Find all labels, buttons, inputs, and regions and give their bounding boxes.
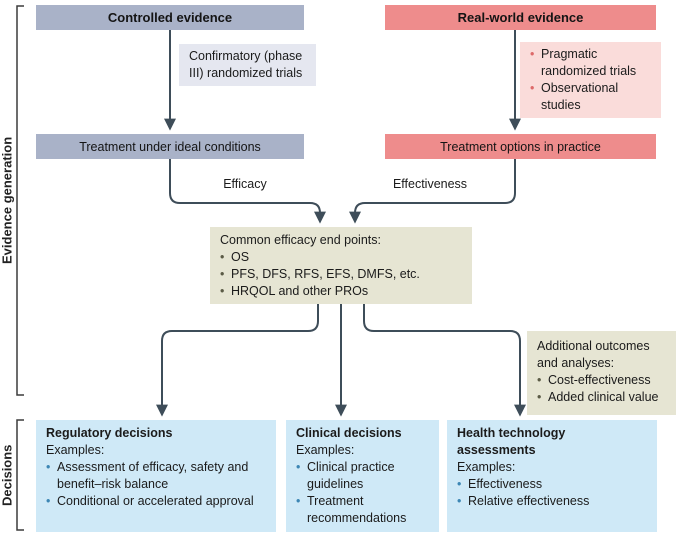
list-item: HRQOL and other PROs [220, 283, 462, 300]
additional-outcomes-title: Additional outcomes and analyses: [537, 339, 650, 370]
list-item: Effectiveness [457, 476, 647, 493]
list-item: Added clinical value [537, 389, 666, 406]
box-treatment-options-practice: Treatment options in practice [385, 134, 656, 159]
examples-label: Examples: [46, 443, 105, 457]
note-confirmatory-trials: Confirmatory (phase III) randomized tria… [179, 44, 316, 86]
common-endpoints-title: Common efficacy end points: [220, 233, 381, 247]
arrow-efficacy [169, 159, 326, 224]
decision-title: Clinical decisions [296, 426, 402, 440]
header-real-world-evidence: Real-world evidence [385, 5, 656, 30]
decision-list: Effectiveness Relative effectiveness [457, 476, 647, 510]
arrow-to-hta [363, 304, 526, 417]
list-item: OS [220, 249, 462, 266]
common-endpoints-list: OS PFS, DFS, RFS, EFS, DMFS, etc. HRQOL … [220, 249, 462, 300]
list-item: Clinical practice guidelines [296, 459, 429, 493]
box-common-endpoints: Common efficacy end points: OS PFS, DFS,… [210, 227, 472, 304]
bracket-decisions [16, 419, 24, 531]
bracket-evidence-generation [16, 5, 24, 396]
header-controlled-evidence: Controlled evidence [36, 5, 304, 30]
decision-title: Health technology assessments [457, 426, 566, 457]
note-real-world-methods: Pragmatic randomized trials Observationa… [520, 42, 661, 118]
list-item: Observational studies [530, 80, 651, 114]
box-treatment-ideal-conditions: Treatment under ideal conditions [36, 134, 304, 159]
label-effectiveness: Effectiveness [392, 177, 468, 191]
examples-label: Examples: [296, 443, 355, 457]
list-item: PFS, DFS, RFS, EFS, DMFS, etc. [220, 266, 462, 283]
box-clinical-decisions: Clinical decisions Examples: Clinical pr… [286, 420, 439, 532]
additional-outcomes-list: Cost-effectiveness Added clinical value [537, 372, 666, 406]
arrow-to-regulatory [156, 304, 319, 417]
decision-title: Regulatory decisions [46, 426, 173, 440]
box-regulatory-decisions: Regulatory decisions Examples: Assessmen… [36, 420, 276, 532]
list-item: Conditional or accelerated approval [46, 493, 266, 510]
list-item: Cost-effectiveness [537, 372, 666, 389]
side-label-evidence-generation: Evidence generation [0, 136, 15, 265]
list-item: Assessment of efficacy, safety and benef… [46, 459, 266, 493]
box-health-technology-assessments: Health technology assessments Examples: … [447, 420, 657, 532]
decision-list: Clinical practice guidelines Treatment r… [296, 459, 429, 527]
arrow-effectiveness [349, 159, 516, 224]
list-item: Pragmatic randomized trials [530, 46, 651, 80]
box-additional-outcomes: Additional outcomes and analyses: Cost-e… [527, 331, 676, 415]
examples-label: Examples: [457, 460, 516, 474]
label-efficacy: Efficacy [223, 177, 267, 191]
side-label-decisions: Decisions [0, 444, 15, 506]
list-item: Treatment recommendations [296, 493, 429, 527]
decision-list: Assessment of efficacy, safety and benef… [46, 459, 266, 510]
list-item: Relative effectiveness [457, 493, 647, 510]
real-world-methods-list: Pragmatic randomized trials Observationa… [530, 46, 651, 114]
